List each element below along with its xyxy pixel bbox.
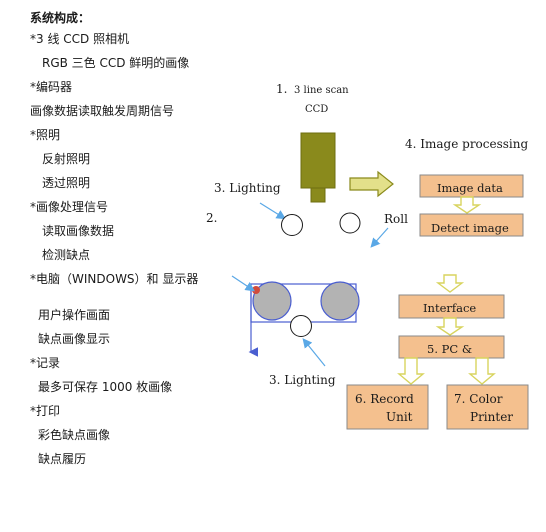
pc-to-record-arrow bbox=[397, 357, 425, 385]
pc-to-printer-arrow bbox=[468, 357, 496, 385]
list-item: *编码器 bbox=[30, 80, 73, 94]
list-item: *照明 bbox=[30, 128, 61, 142]
list-item: 画像数据读取触发周期信号 bbox=[30, 104, 175, 118]
right-roller bbox=[320, 281, 360, 321]
system-components-panel: 系统构成： *3 线 CCD 照相机 RGB 三色 CCD 鲜明的画像 *编码器… bbox=[0, 0, 230, 532]
list-item: 读取画像数据 bbox=[42, 224, 115, 238]
lighting-top-label: 3. Lighting bbox=[214, 181, 281, 195]
step2-label: 2. bbox=[206, 211, 217, 225]
image-data-box: Image data bbox=[419, 174, 524, 198]
detect-image-label: Detect image bbox=[431, 221, 509, 235]
list-item: 透过照明 bbox=[42, 176, 91, 190]
list-item: *画像处理信号 bbox=[30, 200, 109, 214]
roll-callout bbox=[370, 227, 389, 248]
lighting-bottom-callout bbox=[302, 338, 326, 367]
data-to-detect-arrow bbox=[452, 196, 482, 214]
interface-label: Interface bbox=[423, 301, 476, 315]
belt-callout bbox=[231, 275, 255, 292]
list-item: 彩色缺点画像 bbox=[38, 428, 111, 442]
interface-box: Interface bbox=[398, 294, 505, 319]
to-interface-arrow bbox=[435, 274, 465, 293]
top-light-left-circle bbox=[281, 214, 303, 236]
record-unit-line1: 6. Record bbox=[355, 392, 414, 406]
lighting-top-callout bbox=[259, 202, 287, 220]
list-item: *3 线 CCD 照相机 bbox=[30, 32, 130, 46]
list-item: 检测缺点 bbox=[42, 248, 91, 262]
image-data-label: Image data bbox=[437, 181, 503, 195]
list-item: 缺点履历 bbox=[38, 452, 87, 466]
bottom-light-circle bbox=[290, 315, 312, 337]
list-item: *打印 bbox=[30, 404, 61, 418]
pc-label: 5. PC & bbox=[427, 342, 472, 356]
red-marker-dot bbox=[252, 286, 260, 294]
pc-box: 5. PC & bbox=[398, 335, 505, 359]
record-unit-box: 6. Record Unit bbox=[346, 384, 429, 430]
color-printer-line1: 7. Color bbox=[454, 392, 503, 406]
ccd-camera-icon bbox=[300, 132, 336, 203]
record-unit-line2: Unit bbox=[386, 410, 413, 424]
ccd-line2-label: CCD bbox=[305, 104, 328, 115]
ccd-number-label: 1. bbox=[276, 82, 287, 96]
list-item: 反射照明 bbox=[42, 152, 91, 166]
roll-label: Roll bbox=[384, 212, 408, 226]
list-item: *电脑（WINDOWS）和 显示器 bbox=[30, 272, 199, 286]
ccd-line1-label: 3 line scan bbox=[294, 85, 349, 96]
camera-to-processing-arrow bbox=[349, 170, 394, 198]
image-processing-label: 4. Image processing bbox=[405, 137, 528, 151]
list-item: 缺点画像显示 bbox=[38, 332, 111, 346]
list-item: 最多可保存 1000 枚画像 bbox=[38, 380, 173, 394]
interface-to-pc-arrow bbox=[435, 317, 465, 336]
detect-image-box: Detect image bbox=[419, 213, 524, 237]
list-item: *记录 bbox=[30, 356, 61, 370]
lighting-bottom-label: 3. Lighting bbox=[269, 373, 336, 387]
list-item: 用户操作画面 bbox=[38, 308, 111, 322]
top-light-right-circle bbox=[339, 212, 361, 234]
panel-title: 系统构成： bbox=[30, 11, 91, 25]
list-item: RGB 三色 CCD 鲜明的画像 bbox=[42, 56, 190, 70]
left-roller bbox=[252, 281, 292, 321]
color-printer-line2: Printer bbox=[470, 410, 513, 424]
color-printer-box: 7. Color Printer bbox=[446, 384, 529, 430]
